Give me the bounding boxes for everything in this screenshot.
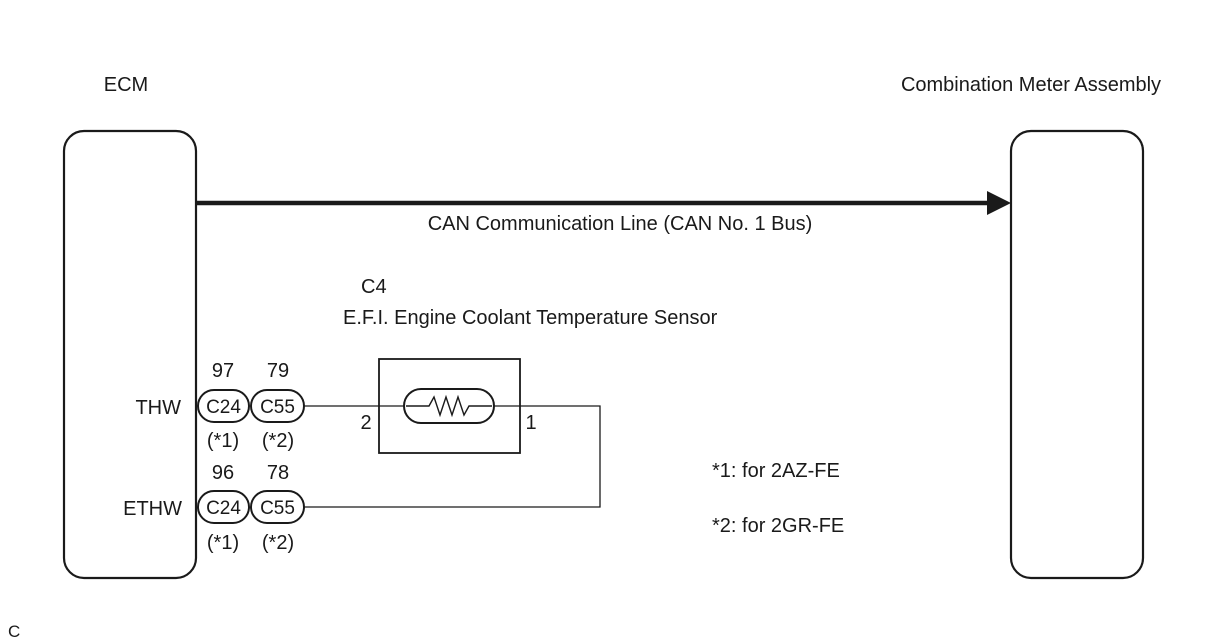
- ecm-box: [62, 129, 198, 580]
- thw-connector-c24-label: C24: [206, 397, 241, 418]
- sensor-code: C4: [361, 276, 387, 298]
- footnote-2: *2: for 2GR-FE: [712, 515, 844, 537]
- ethw-connector-c55: [250, 490, 305, 524]
- ecm-pin-thw: THW: [135, 397, 181, 419]
- thw-connector-c24: [197, 389, 250, 423]
- thw-pin-number-c55: 79: [267, 360, 289, 382]
- ethw-pin-number-c55: 78: [267, 462, 289, 484]
- ecm-pin-ethw: ETHW: [123, 498, 182, 520]
- ethw-connector-c55-label: C55: [260, 498, 295, 519]
- ethw-connector-c24-label: C24: [206, 498, 241, 519]
- sensor-name: E.F.I. Engine Coolant Temperature Sensor: [343, 307, 718, 329]
- thw-connector-c55-label: C55: [260, 397, 295, 418]
- ethw-pin-number-c24: 96: [212, 462, 234, 484]
- ethw-connector-c24: [197, 490, 250, 524]
- thw-note-c55: (*2): [262, 430, 294, 452]
- ethw-note-c24: (*1): [207, 532, 239, 554]
- meter-box: [1009, 129, 1145, 580]
- can-line-label: CAN Communication Line (CAN No. 1 Bus): [428, 213, 813, 235]
- can-line-arrowhead: [987, 191, 1011, 215]
- thermistor-resistor-icon: [406, 394, 492, 418]
- footnote-1: *1: for 2AZ-FE: [712, 460, 840, 482]
- corner-label: C: [8, 622, 20, 641]
- thw-note-c24: (*1): [207, 430, 239, 452]
- meter-title: Combination Meter Assembly: [901, 74, 1161, 96]
- thw-connector-c55: [250, 389, 305, 423]
- sensor-pin-left: 2: [360, 412, 371, 434]
- sensor-pin-right: 1: [525, 412, 536, 434]
- thw-pin-number-c24: 97: [212, 360, 234, 382]
- ethw-note-c55: (*2): [262, 532, 294, 554]
- ecm-title: ECM: [104, 74, 148, 96]
